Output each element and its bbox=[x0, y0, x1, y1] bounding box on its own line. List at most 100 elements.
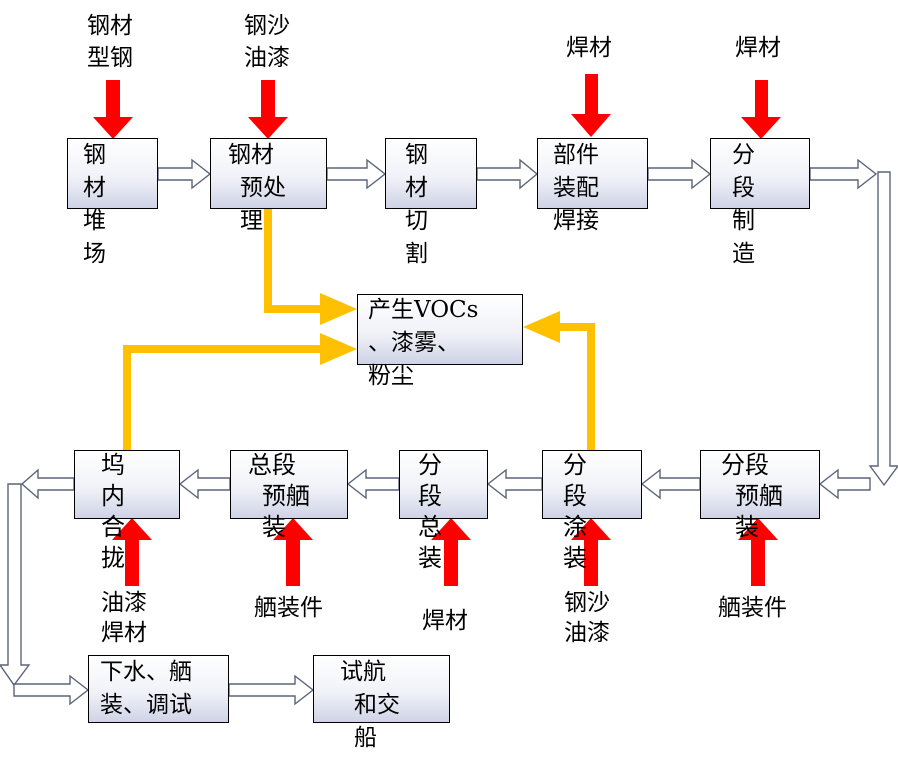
label-line: 舾装件 bbox=[254, 595, 323, 621]
flow-arrow-launch-to-delivery bbox=[228, 674, 315, 706]
label-line: 、漆雾、 bbox=[368, 330, 460, 356]
box-block-outfit bbox=[700, 450, 820, 519]
node-label-block-painting: 分 段 涂 装 bbox=[563, 450, 587, 574]
label-line: 部件 bbox=[553, 142, 599, 168]
label-line: 预舾 bbox=[735, 482, 783, 510]
label-line: 装、调试 bbox=[100, 692, 192, 718]
input-arrow-block-fab bbox=[741, 80, 781, 139]
flow-arrow-pretreat-to-cutting bbox=[326, 158, 387, 190]
box-steel-yard bbox=[67, 138, 158, 209]
input-label-outfit-parts-2: 舾装件 bbox=[718, 592, 787, 625]
node-label-block-erection: 分 段 总 装 bbox=[418, 450, 442, 574]
emission-line-pretreat bbox=[264, 208, 322, 313]
flow-arrow-block-to-right-bus bbox=[809, 158, 878, 190]
node-label-steel-cutting: 钢 材 切 割 bbox=[405, 139, 428, 271]
input-arrow-block-outfit bbox=[738, 518, 778, 586]
label-line: 理 bbox=[240, 208, 263, 234]
emission-line-painting bbox=[557, 323, 595, 452]
label-line: 粉尘 bbox=[368, 363, 414, 389]
label-line: 焊材 bbox=[101, 620, 147, 646]
box-steel-pretreat bbox=[210, 138, 327, 209]
label-line: 船 bbox=[354, 725, 377, 751]
label-line: 分 bbox=[563, 451, 587, 479]
emission-arrowhead-pretreat bbox=[320, 293, 357, 325]
label-line: 钢 bbox=[83, 142, 106, 168]
label-line: 装 bbox=[418, 544, 442, 572]
label-line: 焊接 bbox=[553, 208, 599, 234]
box-launch-outfit bbox=[88, 655, 229, 723]
node-label-trial-delivery: 试航 和交 船 bbox=[340, 656, 400, 755]
label-line: 段 bbox=[563, 482, 587, 510]
input-arrow-pretreat bbox=[248, 80, 288, 139]
emission-arrowhead-dock bbox=[320, 333, 357, 365]
label-line: 材 bbox=[83, 175, 106, 201]
box-trial-delivery bbox=[313, 655, 450, 723]
input-arrow-erection bbox=[431, 518, 471, 586]
label-line: 造 bbox=[732, 241, 755, 267]
label-line: 内 bbox=[101, 482, 125, 510]
label-line: 焊材 bbox=[566, 35, 612, 61]
input-label-weld-top-1: 焊材 bbox=[566, 32, 612, 65]
box-block-painting bbox=[542, 450, 642, 519]
label-line: 装 bbox=[735, 513, 759, 541]
label-line: 分段 bbox=[721, 451, 769, 479]
box-dock-closure bbox=[74, 450, 180, 519]
node-label-grand-block-outfit: 总段 预舾 装 bbox=[248, 450, 310, 543]
label-line: 装配 bbox=[553, 175, 599, 201]
box-grand-block-outfit bbox=[230, 450, 348, 519]
node-label-steel-yard: 钢 材 堆 场 bbox=[83, 139, 106, 271]
node-label-launch-outfit: 下水、舾 装、调试 bbox=[100, 656, 192, 722]
flow-arrow-right-bus-to-block-outfit bbox=[818, 468, 871, 500]
box-part-assembly bbox=[537, 138, 648, 209]
label-line: 钢沙 bbox=[244, 13, 290, 39]
flow-arrow-assembly-to-block bbox=[647, 158, 712, 190]
node-label-block-fab: 分 段 制 造 bbox=[732, 139, 755, 271]
box-block-erection bbox=[399, 450, 488, 519]
label-line: 合 bbox=[101, 513, 125, 541]
input-label-paint-weld-bottom: 油漆 焊材 bbox=[101, 588, 147, 648]
label-line: 焊材 bbox=[735, 35, 781, 61]
box-steel-cutting bbox=[385, 138, 477, 209]
label-line: 舾装件 bbox=[718, 595, 787, 621]
label-line: 油漆 bbox=[564, 620, 610, 646]
input-label-weld-top-2: 焊材 bbox=[735, 32, 781, 65]
input-arrow-steel-yard bbox=[93, 80, 133, 139]
flow-arrow-right-bus-down bbox=[868, 171, 898, 487]
label-line: 场 bbox=[83, 241, 106, 267]
label-line: 堆 bbox=[83, 208, 106, 234]
flow-arrow-cutting-to-assembly bbox=[476, 158, 539, 190]
label-line: 总 bbox=[418, 513, 442, 541]
label-line: 割 bbox=[405, 241, 428, 267]
node-label-dock-closure: 坞 内 合 拢 bbox=[101, 450, 125, 574]
label-line: 试航 bbox=[340, 659, 386, 685]
label-line: 装 bbox=[563, 544, 587, 572]
emission-arrowhead-painting bbox=[523, 311, 560, 343]
label-line: 钢材 bbox=[228, 142, 274, 168]
label-line: 预舾 bbox=[262, 482, 310, 510]
flow-arrow-yard-to-pretreat bbox=[157, 158, 212, 190]
input-label-grit-paint-top: 钢沙 油漆 bbox=[244, 10, 290, 74]
node-label-steel-pretreat: 钢材 预处 理 bbox=[228, 139, 286, 238]
label-line: 油漆 bbox=[244, 45, 290, 71]
box-block-fab bbox=[710, 138, 810, 209]
node-label-part-assembly: 部件 装配 焊接 bbox=[553, 139, 599, 238]
label-line: 型钢 bbox=[87, 45, 133, 71]
label-line: 段 bbox=[418, 482, 442, 510]
flow-arrow-left-bus-down bbox=[0, 483, 31, 687]
label-line: 材 bbox=[405, 175, 428, 201]
label-line: 产生VOCs bbox=[368, 297, 479, 323]
label-line: 钢材 bbox=[87, 13, 133, 39]
label-line: 和交 bbox=[354, 692, 400, 718]
input-arrow-dock bbox=[112, 518, 152, 586]
input-label-weld-bottom: 焊材 bbox=[422, 605, 468, 638]
label-line: 预处 bbox=[240, 175, 286, 201]
label-line: 切 bbox=[405, 208, 428, 234]
input-label-steel-profile: 钢材 型钢 bbox=[87, 10, 133, 74]
input-arrow-painting bbox=[571, 518, 611, 586]
label-line: 拢 bbox=[101, 544, 125, 572]
flow-arrow-dock-to-left-bus bbox=[20, 468, 75, 500]
label-line: 总段 bbox=[248, 451, 296, 479]
label-line: 涂 bbox=[563, 513, 587, 541]
flow-arrow-grand-outfit-to-dock bbox=[178, 468, 231, 500]
